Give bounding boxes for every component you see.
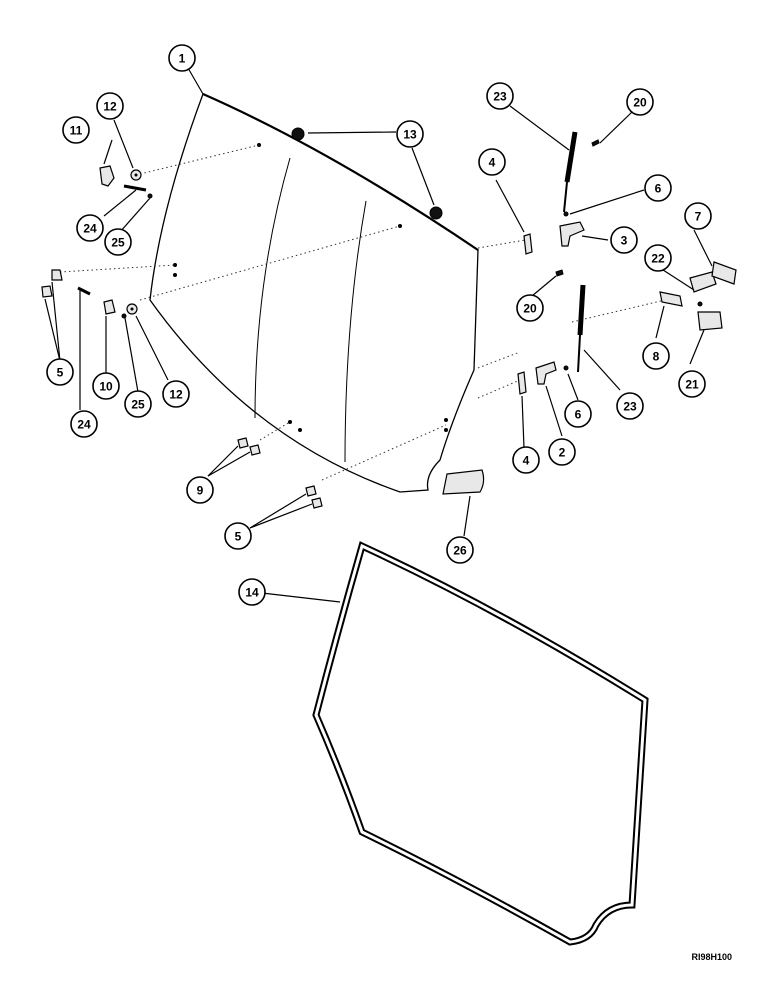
callout-5: 5	[46, 358, 74, 386]
callout-number: 14	[245, 586, 259, 600]
callout-number: 6	[655, 182, 662, 196]
callout-5: 5	[224, 522, 252, 550]
callout-circle	[96, 92, 124, 120]
callout-circle	[644, 174, 672, 202]
callout-circle	[548, 438, 576, 466]
callout-number: 20	[633, 96, 647, 110]
callout-circle	[186, 476, 214, 504]
callout-number: 1	[179, 52, 186, 66]
hardware	[41, 127, 737, 509]
callout-1: 1	[168, 44, 196, 72]
leader-lines	[44, 67, 713, 603]
callout-25: 25	[124, 390, 152, 418]
callout-number: 2	[559, 446, 566, 460]
callout-circle	[92, 372, 120, 400]
assembly-lines	[59, 144, 666, 481]
callout-circle	[626, 88, 654, 116]
callout-14: 14	[238, 578, 266, 606]
callout-24: 24	[70, 410, 98, 438]
callout-number: 4	[523, 454, 530, 468]
callout-4: 4	[512, 446, 540, 474]
callout-23: 23	[486, 82, 514, 110]
callout-number: 20	[523, 302, 537, 316]
callout-number: 4	[489, 156, 496, 170]
trim-piece	[442, 469, 485, 495]
callout-circle	[512, 446, 540, 474]
callout-4: 4	[478, 148, 506, 176]
callout-10: 10	[92, 372, 120, 400]
callout-number: 13	[403, 128, 417, 142]
callout-number: 7	[695, 210, 702, 224]
callout-number: 12	[103, 100, 117, 114]
callout-circle	[162, 380, 190, 408]
callout-2: 2	[548, 438, 576, 466]
callout-number: 25	[111, 236, 125, 250]
callout-circle	[104, 228, 132, 256]
callout-24: 24	[76, 214, 104, 242]
callout-number: 12	[169, 388, 183, 402]
callout-circle	[76, 214, 104, 242]
callout-12: 12	[96, 92, 124, 120]
callout-25: 25	[104, 228, 132, 256]
callout-number: 5	[57, 366, 64, 380]
reference-code: RI98H100	[691, 952, 732, 962]
callout-number: 3	[621, 234, 628, 248]
callout-8: 8	[642, 342, 670, 370]
callout-20: 20	[516, 294, 544, 322]
callout-11: 11	[62, 116, 90, 144]
callout-3: 3	[610, 226, 638, 254]
callout-number: 10	[99, 380, 113, 394]
callout-circle	[46, 358, 74, 386]
callout-circle	[224, 522, 252, 550]
callout-number: 21	[685, 378, 699, 392]
callout-circle	[642, 342, 670, 370]
callout-number: 23	[623, 400, 637, 414]
callout-circle	[124, 390, 152, 418]
callout-circle	[168, 44, 196, 72]
callout-circle	[616, 392, 644, 420]
callout-circle	[684, 202, 712, 230]
callout-number: 11	[70, 124, 83, 138]
callout-22: 22	[644, 244, 672, 272]
callout-number: 24	[83, 222, 97, 236]
callout-6: 6	[644, 174, 672, 202]
callouts: 1234455667891011121213142020212223232424…	[46, 44, 712, 606]
callout-number: 8	[653, 350, 660, 364]
callout-circle	[478, 148, 506, 176]
callout-circle	[238, 578, 266, 606]
callout-circle	[678, 370, 706, 398]
callout-number: 25	[131, 398, 145, 412]
callout-26: 26	[446, 536, 474, 564]
callout-number: 23	[493, 90, 507, 104]
callout-circle	[70, 410, 98, 438]
callout-number: 5	[235, 530, 242, 544]
callout-6: 6	[564, 400, 592, 428]
callout-circle	[396, 120, 424, 148]
callout-circle	[644, 244, 672, 272]
callout-circle	[516, 294, 544, 322]
callout-23: 23	[616, 392, 644, 420]
callout-21: 21	[678, 370, 706, 398]
callout-circle	[564, 400, 592, 428]
callout-12: 12	[162, 380, 190, 408]
callout-circle	[486, 82, 514, 110]
callout-9: 9	[186, 476, 214, 504]
window-seal	[312, 541, 649, 946]
callout-circle	[610, 226, 638, 254]
callout-13: 13	[396, 120, 424, 148]
callout-circle	[446, 536, 474, 564]
callout-number: 6	[575, 408, 582, 422]
rear-window-glass	[149, 92, 479, 493]
callout-number: 22	[651, 252, 665, 266]
callout-7: 7	[684, 202, 712, 230]
callout-number: 26	[453, 544, 467, 558]
callout-number: 24	[77, 418, 91, 432]
callout-20: 20	[626, 88, 654, 116]
callout-number: 9	[197, 484, 204, 498]
callout-circle	[62, 116, 90, 144]
